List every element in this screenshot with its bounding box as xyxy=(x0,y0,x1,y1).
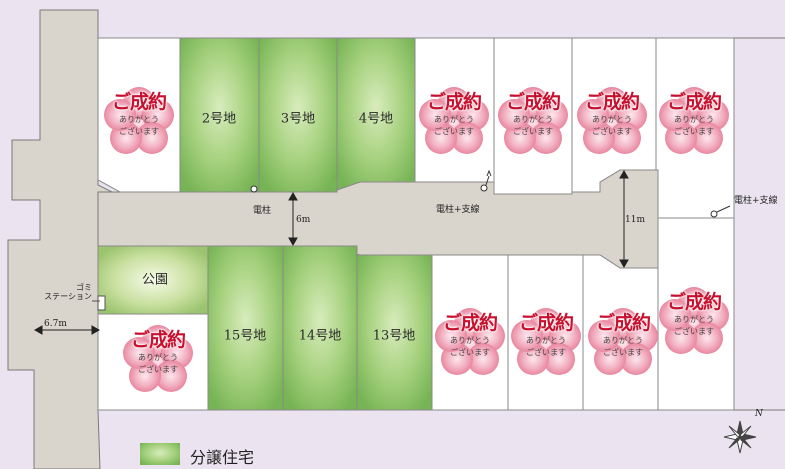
sold-title: ご成約 xyxy=(518,312,574,334)
garbage-station-line-2: ステーション xyxy=(44,292,92,301)
sold-line-2: ございます xyxy=(434,127,474,136)
pole-guy-wire-icon xyxy=(480,184,488,192)
lot-label-4: 4号地 xyxy=(358,111,394,127)
sold-badge-lot-8: ご成約 ありがとう ございます xyxy=(657,85,731,159)
sold-title: ご成約 xyxy=(426,91,482,113)
sold-line-1: ありがとう xyxy=(434,115,474,124)
lot-label-2: 2号地 xyxy=(201,111,237,127)
garbage-station-label: ゴミ xyxy=(52,283,92,292)
north-label: N xyxy=(755,409,763,419)
utility-pole-label: 電柱 xyxy=(253,206,272,216)
sold-badge-lot-12: ご成約 ありがとう ございます xyxy=(433,306,507,380)
sold-line-2: ございます xyxy=(138,365,178,374)
east-edge-lines xyxy=(734,37,785,411)
west-road-width-label: 6.7m xyxy=(44,319,67,329)
pole-guy-wire-icon-east xyxy=(710,210,718,218)
lot-2 xyxy=(179,37,260,193)
lot-label-3: 3号地 xyxy=(280,111,316,127)
garbage-station-line-1: ゴミ xyxy=(76,283,92,292)
sold-badge-lot-7: ご成約 ありがとう ございます xyxy=(575,85,649,159)
sold-title: ご成約 xyxy=(130,329,186,351)
sold-line-1: ありがとう xyxy=(450,336,490,345)
main-road-width-label: 6m xyxy=(296,215,311,225)
sold-line-2: ございます xyxy=(513,127,553,136)
lot-label-13: 13号地 xyxy=(372,328,416,344)
park-label: 公園 xyxy=(141,272,169,288)
utility-pole-icon xyxy=(250,185,258,193)
legend-swatch xyxy=(140,443,180,465)
compass-icon xyxy=(723,420,757,454)
sold-title: ご成約 xyxy=(666,91,722,113)
lot-14 xyxy=(282,245,358,411)
sold-line-1: ありがとう xyxy=(138,353,178,362)
sold-title: ご成約 xyxy=(505,91,561,113)
dimension-markers xyxy=(33,169,629,335)
pole-guy-wire-label: 電柱+支線 xyxy=(436,205,480,215)
sold-line-2: ございます xyxy=(674,127,714,136)
sold-title: ご成約 xyxy=(595,312,651,334)
lot-15 xyxy=(207,245,284,411)
sold-line-1: ありがとう xyxy=(526,336,566,345)
sold-line-2: ございます xyxy=(603,348,643,357)
sold-badge-lot-10: ご成約 ありがとう ございます xyxy=(586,306,660,380)
lot-label-15: 15号地 xyxy=(223,328,267,344)
garbage-station-marker xyxy=(97,295,106,311)
sold-line-2: ございます xyxy=(526,348,566,357)
utility-pole-markers xyxy=(250,169,731,218)
east-road-width-label: 11m xyxy=(625,215,645,225)
lot-4 xyxy=(336,37,416,191)
pole-guy-wire-label-east: 電柱+支線 xyxy=(734,196,778,206)
sold-badge-lot-9: ご成約 ありがとう ございます xyxy=(657,285,731,359)
lot-label-14: 14号地 xyxy=(298,328,342,344)
sold-title: ご成約 xyxy=(442,312,498,334)
sold-line-2: ございます xyxy=(119,127,159,136)
sold-line-1: ありがとう xyxy=(119,115,159,124)
sold-line-1: ありがとう xyxy=(603,336,643,345)
sold-line-1: ありがとう xyxy=(513,115,553,124)
sold-badge-lot-5: ご成約 ありがとう ございます xyxy=(417,85,491,159)
sold-badge-lot-16: ご成約 ありがとう ございます xyxy=(121,323,195,397)
sold-badge-lot-6: ご成約 ありがとう ございます xyxy=(496,85,570,159)
north-lots xyxy=(97,37,735,219)
sold-line-2: ございます xyxy=(674,327,714,336)
sold-badge-lot-11: ご成約 ありがとう ございます xyxy=(509,306,583,380)
legend-label: 分譲住宅 xyxy=(190,448,255,467)
sold-line-1: ありがとう xyxy=(674,115,714,124)
sold-title: ご成約 xyxy=(584,91,640,113)
sold-title: ご成約 xyxy=(111,91,167,113)
sold-line-2: ございます xyxy=(592,127,632,136)
sold-line-1: ありがとう xyxy=(592,115,632,124)
sold-badge-lot-1: ご成約 ありがとう ございます xyxy=(102,85,176,159)
sold-line-2: ございます xyxy=(450,348,490,357)
sold-line-1: ありがとう xyxy=(674,315,714,324)
lot-3 xyxy=(258,37,338,193)
sold-title: ご成約 xyxy=(666,291,722,313)
